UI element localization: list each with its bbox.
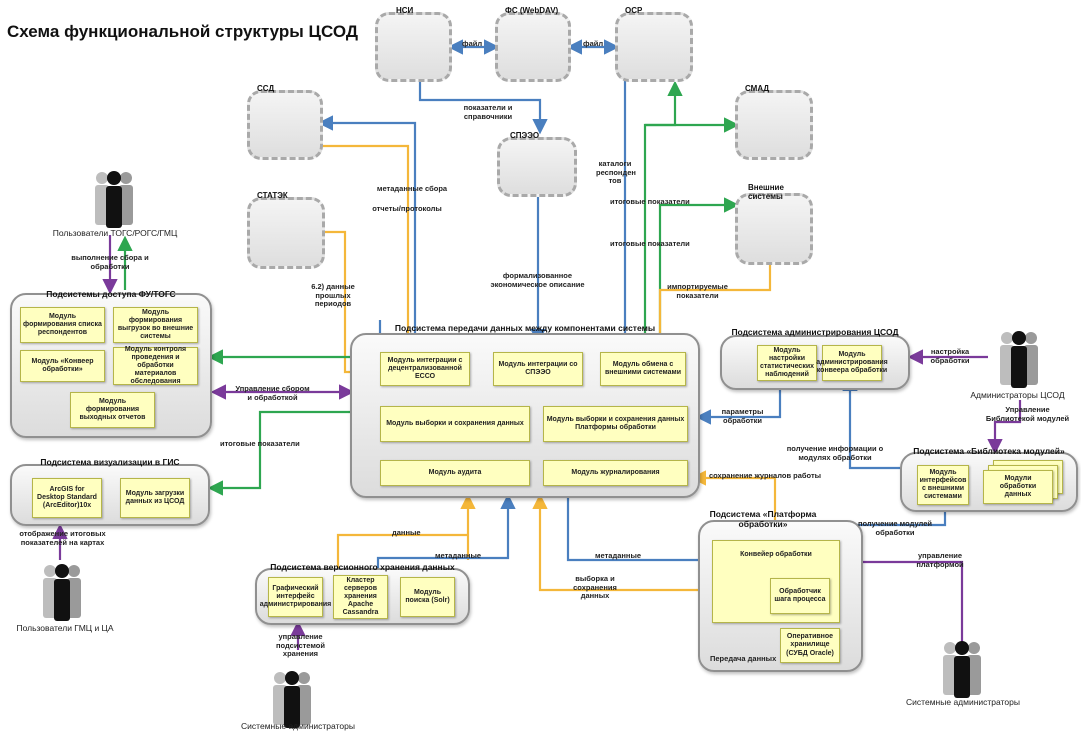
osr-label: ОСР <box>625 6 643 15</box>
edge-metadata-collect: метаданные сбора <box>376 184 448 193</box>
edge-save-logs: сохранение журналов работы <box>708 471 822 480</box>
edge-final-1: итоговые показатели <box>610 197 690 206</box>
edge-manage-storage: управление подсистемой хранения <box>275 632 325 659</box>
edge-manage-collect: Управление сбором и обработкой <box>235 384 310 402</box>
platform-title: Подсистема «Платформа обработки» <box>709 509 817 529</box>
versioned-title: Подсистема версионного хранения данных <box>270 562 455 572</box>
sysadmins-right-icon <box>943 641 981 698</box>
module-esso: Модуль интеграции с децентрализованной Е… <box>380 352 470 386</box>
external-system <box>735 193 813 265</box>
ssd-label: ССД <box>257 84 275 93</box>
edge-indicators-refs: показатели и справочники <box>463 103 513 121</box>
fs-system <box>495 12 571 82</box>
edge-get-modules: получение модулей обработки <box>858 519 932 537</box>
smad-label: СМАД <box>745 84 770 93</box>
ssd-system <box>247 90 323 160</box>
edge-formalized: формализованное экономическое описание <box>490 271 585 289</box>
edge-manage-platform: управление платформой <box>916 551 964 569</box>
module-select-save: Модуль выборки и сохранения данных <box>380 406 530 442</box>
admins-label: Администраторы ЦСОД <box>970 390 1065 400</box>
module-external-interfaces: Модуль интерфейсов с внешними системами <box>917 465 969 505</box>
edge-data: данные <box>392 528 421 537</box>
module-cassandra: Кластер серверов хранения Apache Cassand… <box>333 575 388 619</box>
module-respondents: Модуль формирования списка респондентов <box>20 307 105 343</box>
smad-system <box>735 90 813 160</box>
edge-final-2: итоговые показатели <box>610 239 690 248</box>
module-speeo: Модуль интеграции со СПЭЭО <box>493 352 583 386</box>
edge-manage-library: Управление Библиотекой модулей <box>985 405 1070 423</box>
admins-icon <box>1000 331 1038 388</box>
module-solr: Модуль поиска (Solr) <box>400 577 455 617</box>
nsi-system <box>375 12 452 82</box>
edge-reports: отчеты/протоколы <box>372 204 442 213</box>
module-reports: Модуль формирования выходных отчетов <box>70 392 155 428</box>
edge-final-3: итоговые показатели <box>220 439 300 448</box>
module-conveyor-admin: Модуль администрирования конвеера обрабо… <box>816 345 888 381</box>
gis-title: Подсистема визуализации в ГИС <box>40 457 180 467</box>
edge-file-1: файл <box>462 39 483 48</box>
module-control: Модуль контроля проведения и обработки м… <box>113 346 198 385</box>
transfer-title: Подсистема передачи данных между компоне… <box>394 323 656 333</box>
module-conveyor: Модуль «Конвеер обработки» <box>20 350 105 382</box>
access-title: Подсистемы доступа ФУ/ТОГС <box>46 289 176 299</box>
statek-system <box>247 197 325 269</box>
module-storage-gui: Графический интерфейс администрирования <box>260 577 331 617</box>
edge-display-final: отображение итоговых показателей на карт… <box>19 529 106 547</box>
edge-transfer-data: Передача данных <box>710 654 777 663</box>
step-handler: Обработчик шага процесса <box>770 578 830 614</box>
page-title: Схема функциональной структуры ЦСОД <box>7 22 358 41</box>
external-label: Внешние системы <box>748 183 784 201</box>
module-select-save-platform: Модуль выборки и сохранения данных Платф… <box>543 406 688 442</box>
edge-metadata-1: метаданные <box>435 551 482 560</box>
sysadmins-right-label: Системные администраторы <box>906 697 1020 707</box>
module-audit: Модуль аудита <box>380 460 530 486</box>
nsi-label: НСИ <box>396 6 414 15</box>
library-title: Подсистема «Библиотека модулей» <box>913 446 1065 456</box>
module-exports: Модуль формирования выгрузок во внешние … <box>113 307 198 343</box>
edge-params: параметры обработки <box>721 407 764 425</box>
statek-label: СТАТЭК <box>257 191 288 200</box>
speeo-label: СПЭЭО <box>510 131 540 140</box>
speeo-system <box>497 137 577 197</box>
admin-title: Подсистема администрирования ЦСОД <box>731 327 899 337</box>
edge-catalogs: каталоги респонден тов <box>596 159 636 186</box>
edge-prior-data: 6.2) данные прошлых периодов <box>311 282 355 309</box>
edge-get-info: получение информации о модулях обработки <box>786 444 884 462</box>
users-togs-icon <box>95 171 133 228</box>
users-togs-label: Пользователи ТОГС/РОГС/ГМЦ <box>52 228 178 238</box>
oracle-storage: Оперативное хранилище (СУБД Oracle) <box>780 628 840 663</box>
module-gis-load: Модуль загрузки данных из ЦСОД <box>120 478 190 518</box>
module-stat-settings: Модуль настройки статистических наблюден… <box>757 345 817 381</box>
sysadmins-bottom-icon <box>273 671 311 728</box>
edge-file-2: файл <box>583 39 604 48</box>
edge-select-save: выборка и сохранения данных <box>573 574 617 601</box>
module-arcgis: ArcGIS for Desktop Standard (ArcEditor)1… <box>32 478 102 518</box>
module-logging: Модуль журналирования <box>543 460 688 486</box>
edge-imported: импортируемые показатели <box>667 282 728 300</box>
sysadmins-bottom-label: Системные администраторы <box>241 721 355 731</box>
fs-label: ФС (WebDAV) <box>505 6 559 15</box>
users-gmc-icon <box>43 564 81 621</box>
module-processing: Модули обработки данных <box>983 470 1053 504</box>
edge-metadata-2: метаданные <box>595 551 642 560</box>
osr-system <box>615 12 693 82</box>
edge-setup-processing: настройка обработки <box>930 347 970 365</box>
edge-collect-process: выполнение сбора и обработки <box>71 253 149 271</box>
module-exchange: Модуль обмена с внешними системами <box>600 352 686 386</box>
users-gmc-label: Пользователи ГМЦ и ЦА <box>16 623 114 633</box>
